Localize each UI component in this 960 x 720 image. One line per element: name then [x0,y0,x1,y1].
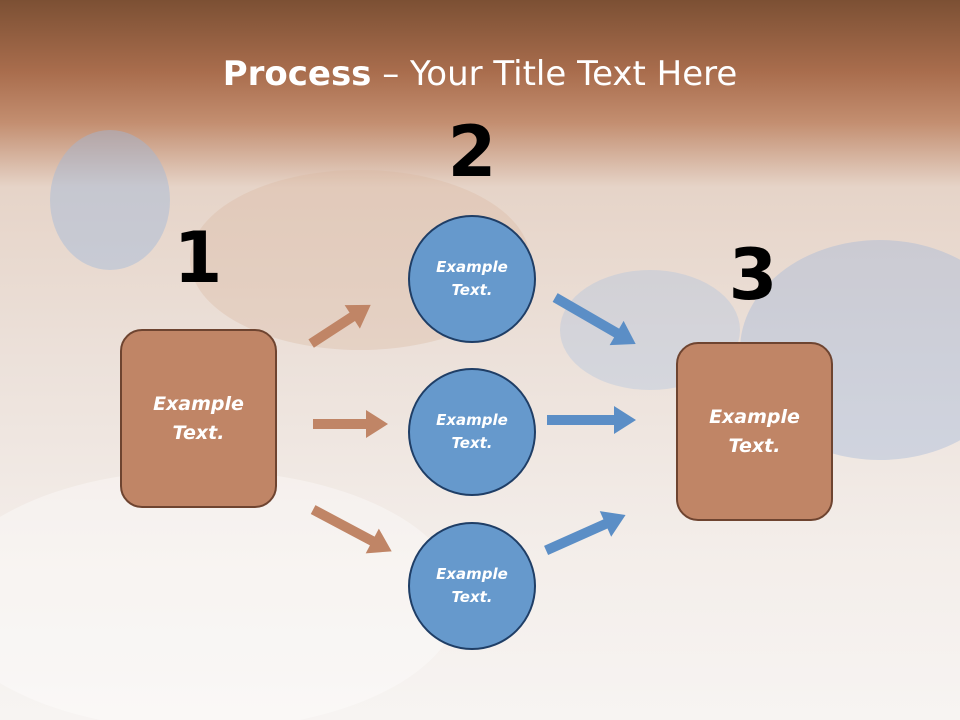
step-3-box: Example Text. [676,342,833,521]
step-1-box: Example Text. [120,329,277,508]
arrow-1-to-2-middle [313,410,388,438]
step-2-item-3-label: Example Text. [436,565,508,606]
slide-title: Process – Your Title Text Here [0,52,960,96]
step-1-number: 1 [173,217,223,299]
step-2-item-1-label: Example Text. [436,258,508,299]
title-rest: – Your Title Text Here [371,54,738,94]
step-3-label: Example Text. [709,405,800,457]
step-2-circle-3: Example Text. [408,522,536,650]
step-3-number: 3 [728,234,778,316]
step-2-item-2-label: Example Text. [436,411,508,452]
step-2-circle-1: Example Text. [408,215,536,343]
title-bold: Process [222,54,372,94]
step-1-label: Example Text. [153,392,244,444]
arrow-1-to-2-top [308,304,371,348]
step-2-number: 2 [447,111,497,193]
step-2-circle-2: Example Text. [408,368,536,496]
arrow-1-to-2-bottom [310,505,392,554]
arrow-2-to-3-middle [547,406,636,434]
arrow-2-to-3-bottom [544,511,626,555]
arrow-2-to-3-top [552,293,636,346]
